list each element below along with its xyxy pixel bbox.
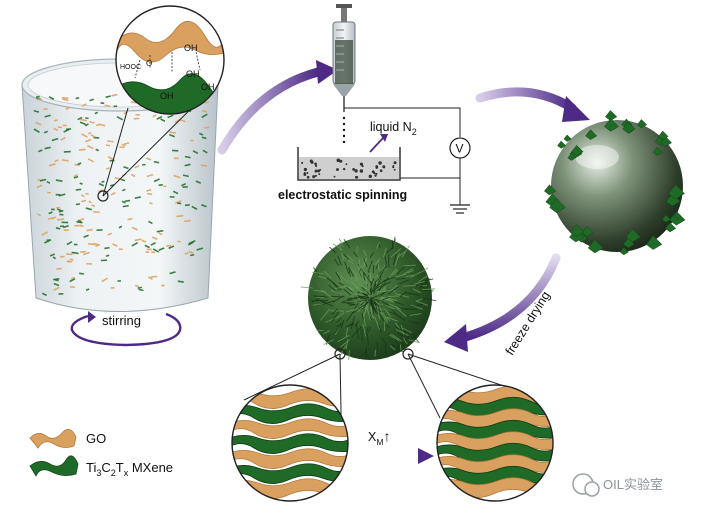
oh-label: OH [201,82,215,92]
stirring-indicator: stirring [70,311,182,347]
layered-structure-low [231,384,349,502]
aerogel-sphere [300,236,437,361]
sphere-flakes [544,110,686,256]
zoom-line [243,353,341,401]
layered-structure-high [436,384,554,502]
stirring-label: stirring [102,313,141,328]
voltmeter-icon [449,137,471,159]
liquid-n2-bath [297,134,401,181]
xm-label: XM↑ [368,428,390,447]
oh-label: OH [184,43,198,53]
oh-label: OH [160,91,174,101]
oh-label: OH [186,69,200,79]
go-legend-swatch [29,428,77,449]
voltmeter-label: V [456,142,464,156]
zoom-line [102,107,129,197]
cooh-label: HOOC [120,64,141,71]
zoom-spot [334,348,346,360]
liquid-n2-label: liquid N2 [370,120,417,137]
syringe [332,4,356,112]
droplets [342,116,346,144]
zoom-spot [97,190,109,202]
legend: GO Ti3C2Tx MXene [29,428,173,478]
xm-increase-arrow [362,448,434,464]
go-legend-label: GO [86,431,106,446]
electrostatic-spinning-label: electrostatic spinning [278,188,407,202]
watermark-text: OIL实验室 [603,477,663,492]
frozen-sphere [544,110,686,256]
spinning-circuit: V [344,107,471,214]
o-label: O [146,59,152,68]
zoom-line [407,353,441,419]
watermark: OIL实验室 [572,473,663,497]
arrow-freeze-drying [444,253,561,352]
arrow-to-sphere [475,87,590,122]
zoom-spot [402,348,414,360]
mxene-legend-label: Ti3C2Tx MXene [86,460,173,478]
arrow-to-syringe [217,60,338,155]
mxene-legend-swatch [29,455,79,477]
dispersed-flakes [33,93,210,297]
